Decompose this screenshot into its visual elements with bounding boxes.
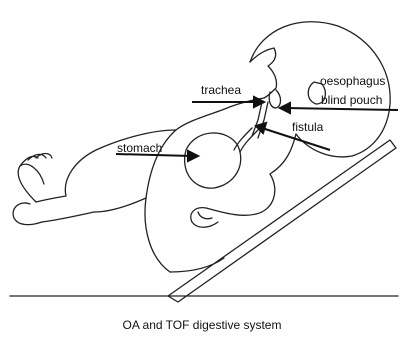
face-profile [250, 48, 277, 98]
label-stomach: stomach [117, 142, 162, 155]
label-fistula: fistula [292, 121, 323, 134]
arrow-stomach-head [188, 151, 198, 161]
lower-body [170, 258, 224, 272]
foot [13, 164, 44, 224]
neck-outline [270, 134, 296, 174]
lower-oesophagus [234, 128, 258, 152]
arrow-oesophagus-head [280, 103, 290, 113]
label-blind-pouch: blind pouch [321, 94, 382, 107]
arrow-oesophagus [286, 108, 398, 110]
stomach-shape [185, 133, 241, 188]
head-outline [250, 22, 390, 157]
arm [206, 174, 275, 215]
thigh [65, 130, 176, 196]
caption: OA and TOF digestive system [0, 318, 404, 332]
arrow-fistula-head [256, 123, 266, 133]
label-trachea: trachea [201, 84, 241, 97]
torso-outline [145, 98, 264, 272]
lower-leg [36, 196, 94, 222]
thigh-lower [94, 198, 146, 212]
label-oesophagus: oesophagus [320, 75, 385, 88]
